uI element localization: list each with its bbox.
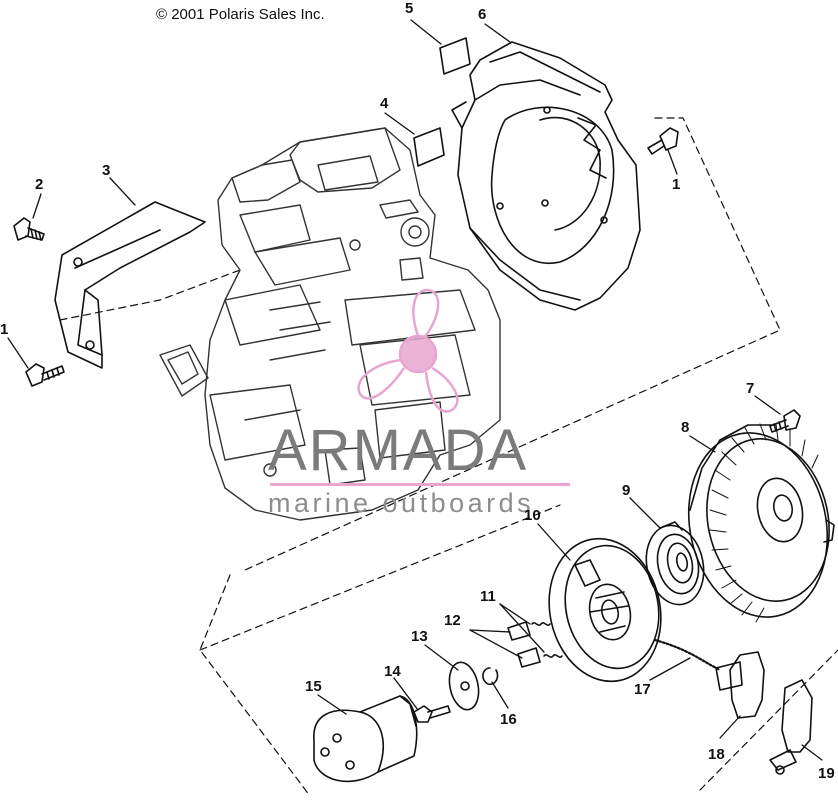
bolt-7 bbox=[769, 409, 801, 433]
copyright-notice: © 2001 Polaris Sales Inc. bbox=[156, 6, 325, 23]
starter-handle bbox=[715, 651, 765, 719]
gasket-5 bbox=[439, 37, 471, 75]
heat-shield-bracket bbox=[54, 201, 206, 369]
callout-14: 14 bbox=[384, 663, 401, 680]
callout-12: 12 bbox=[444, 612, 461, 629]
recoil-spring bbox=[645, 521, 705, 606]
callout-8: 8 bbox=[681, 419, 690, 436]
callout-18: 18 bbox=[708, 746, 725, 763]
blower-housing bbox=[451, 41, 641, 311]
watermark-propeller-logo bbox=[357, 288, 459, 413]
callout-6: 6 bbox=[478, 6, 487, 23]
pawl-springs bbox=[531, 622, 563, 658]
callout-4: 4 bbox=[380, 95, 389, 112]
callout-11: 11 bbox=[480, 588, 496, 605]
engine-block bbox=[159, 127, 501, 521]
starter-rope bbox=[653, 638, 722, 672]
watermark-tagline: marine outboards bbox=[268, 488, 535, 518]
watermark-accent-rule bbox=[270, 483, 570, 486]
starter-cup bbox=[313, 695, 418, 783]
circlip bbox=[482, 667, 499, 686]
bolt-2 bbox=[13, 217, 45, 241]
handle-grip bbox=[769, 679, 813, 775]
callout-7: 7 bbox=[746, 380, 755, 397]
bolt-1-left bbox=[25, 363, 65, 387]
callout-1-left: 1 bbox=[0, 321, 9, 338]
retainer-screw bbox=[413, 705, 451, 723]
callout-10: 10 bbox=[524, 507, 541, 524]
watermark-brand-name: ARMADA bbox=[268, 418, 529, 483]
callout-2: 2 bbox=[35, 176, 44, 193]
callout-3: 3 bbox=[102, 162, 111, 179]
callout-17: 17 bbox=[634, 681, 651, 698]
recoil-starter-cover bbox=[687, 423, 835, 623]
assembly-boundary-lines bbox=[59, 117, 838, 797]
callout-16: 16 bbox=[500, 711, 517, 728]
callout-19: 19 bbox=[818, 765, 835, 782]
callout-13: 13 bbox=[411, 628, 428, 645]
bolt-1-right bbox=[647, 127, 679, 155]
recoil-pulley bbox=[548, 537, 662, 683]
callout-5: 5 bbox=[405, 0, 414, 17]
callout-1-right: 1 bbox=[672, 176, 681, 193]
starter-pawls bbox=[507, 621, 541, 668]
pawl-retainer bbox=[448, 661, 480, 711]
callout-9: 9 bbox=[622, 482, 631, 499]
callout-15: 15 bbox=[305, 678, 322, 695]
gasket-4 bbox=[413, 127, 445, 167]
callout-leaders bbox=[7, 19, 823, 761]
